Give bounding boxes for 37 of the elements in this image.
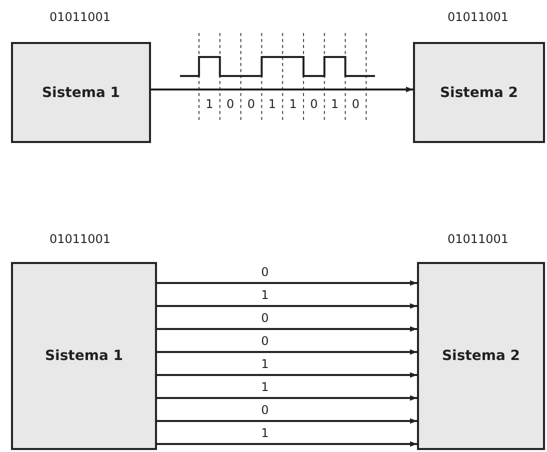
arrow: [157, 372, 417, 378]
edge-label: 0: [260, 312, 270, 324]
arrow: [157, 395, 417, 401]
arrow: [157, 349, 417, 355]
edge-label: 0: [260, 335, 270, 347]
arrow: [157, 441, 417, 447]
binary-word: 01011001: [49, 10, 111, 24]
edge-label: 0: [260, 266, 270, 278]
bit-label: 1: [288, 98, 298, 110]
system-name: Sistema 2: [440, 84, 518, 100]
system-name: Sistema 1: [42, 84, 120, 100]
system-name: Sistema 1: [44, 348, 124, 364]
edge-label: 1: [260, 381, 270, 393]
arrow: [157, 303, 417, 309]
arrow: [157, 280, 417, 286]
system-box: [11, 262, 157, 450]
binary-word: 01011001: [49, 232, 111, 246]
bit-label: 1: [330, 98, 340, 110]
system-name: Sistema 2: [442, 348, 520, 364]
edge-label: 1: [260, 358, 270, 370]
system-box: [11, 42, 151, 143]
bit-label: 0: [309, 98, 319, 110]
binary-word: 01011001: [447, 10, 509, 24]
bit-label: 0: [350, 98, 361, 110]
edge-label: 0: [260, 404, 270, 416]
binary-word: 01011001: [447, 232, 509, 246]
edge-label: 1: [260, 289, 270, 301]
arrow: [151, 86, 413, 92]
bit-label: 0: [226, 98, 236, 110]
edge-label: 1: [260, 427, 270, 439]
bit-label: 1: [267, 98, 277, 110]
bit-label: 0: [246, 98, 256, 110]
bit-label: 1: [204, 98, 214, 110]
arrow: [157, 418, 417, 424]
system-box: [417, 262, 545, 450]
system-box: [413, 42, 545, 143]
arrow: [157, 326, 417, 332]
